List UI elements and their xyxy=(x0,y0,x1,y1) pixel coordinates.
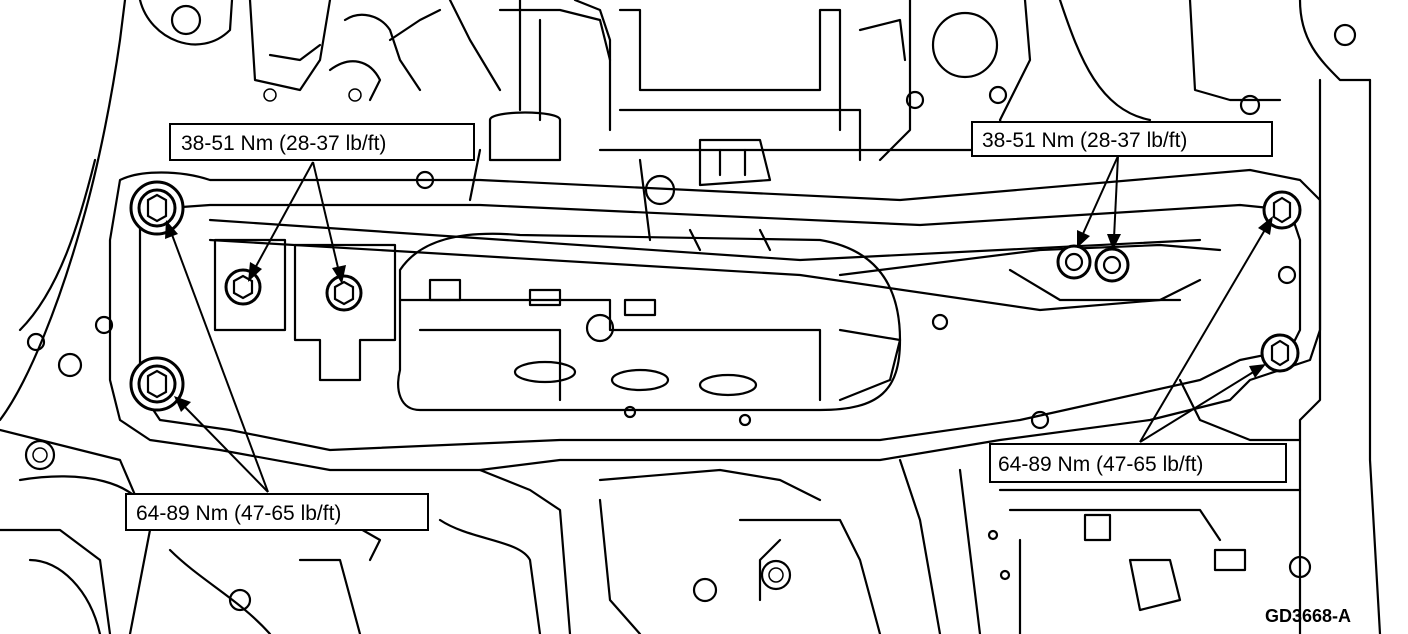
figure-id-label: GD3668-A xyxy=(1265,606,1351,626)
torque-callout-upper-right: 38-51 Nm (28-37 lb/ft) xyxy=(971,121,1273,157)
bolt-upper-left-frame xyxy=(129,180,185,236)
nut-right-mount-1 xyxy=(1056,244,1092,280)
torque-callout-upper-left: 38-51 Nm (28-37 lb/ft) xyxy=(169,123,475,161)
nut-right-mount-2 xyxy=(1094,247,1130,283)
leader-lines xyxy=(165,155,1273,493)
torque-callout-lower-right: 64-89 Nm (47-65 lb/ft) xyxy=(989,443,1287,483)
bolt-lower-right-frame xyxy=(1260,333,1300,373)
bolt-upper-right-frame xyxy=(1262,190,1302,230)
torque-label-lower-right: 64-89 Nm (47-65 lb/ft) xyxy=(998,453,1203,476)
torque-label-lower-left: 64-89 Nm (47-65 lb/ft) xyxy=(136,502,341,525)
torque-callout-lower-left: 64-89 Nm (47-65 lb/ft) xyxy=(125,493,429,531)
torque-label-upper-left: 38-51 Nm (28-37 lb/ft) xyxy=(181,132,386,155)
bolt-lower-left-frame xyxy=(129,356,185,412)
nut-left-plate-2 xyxy=(325,274,363,312)
torque-label-upper-right: 38-51 Nm (28-37 lb/ft) xyxy=(982,129,1187,152)
